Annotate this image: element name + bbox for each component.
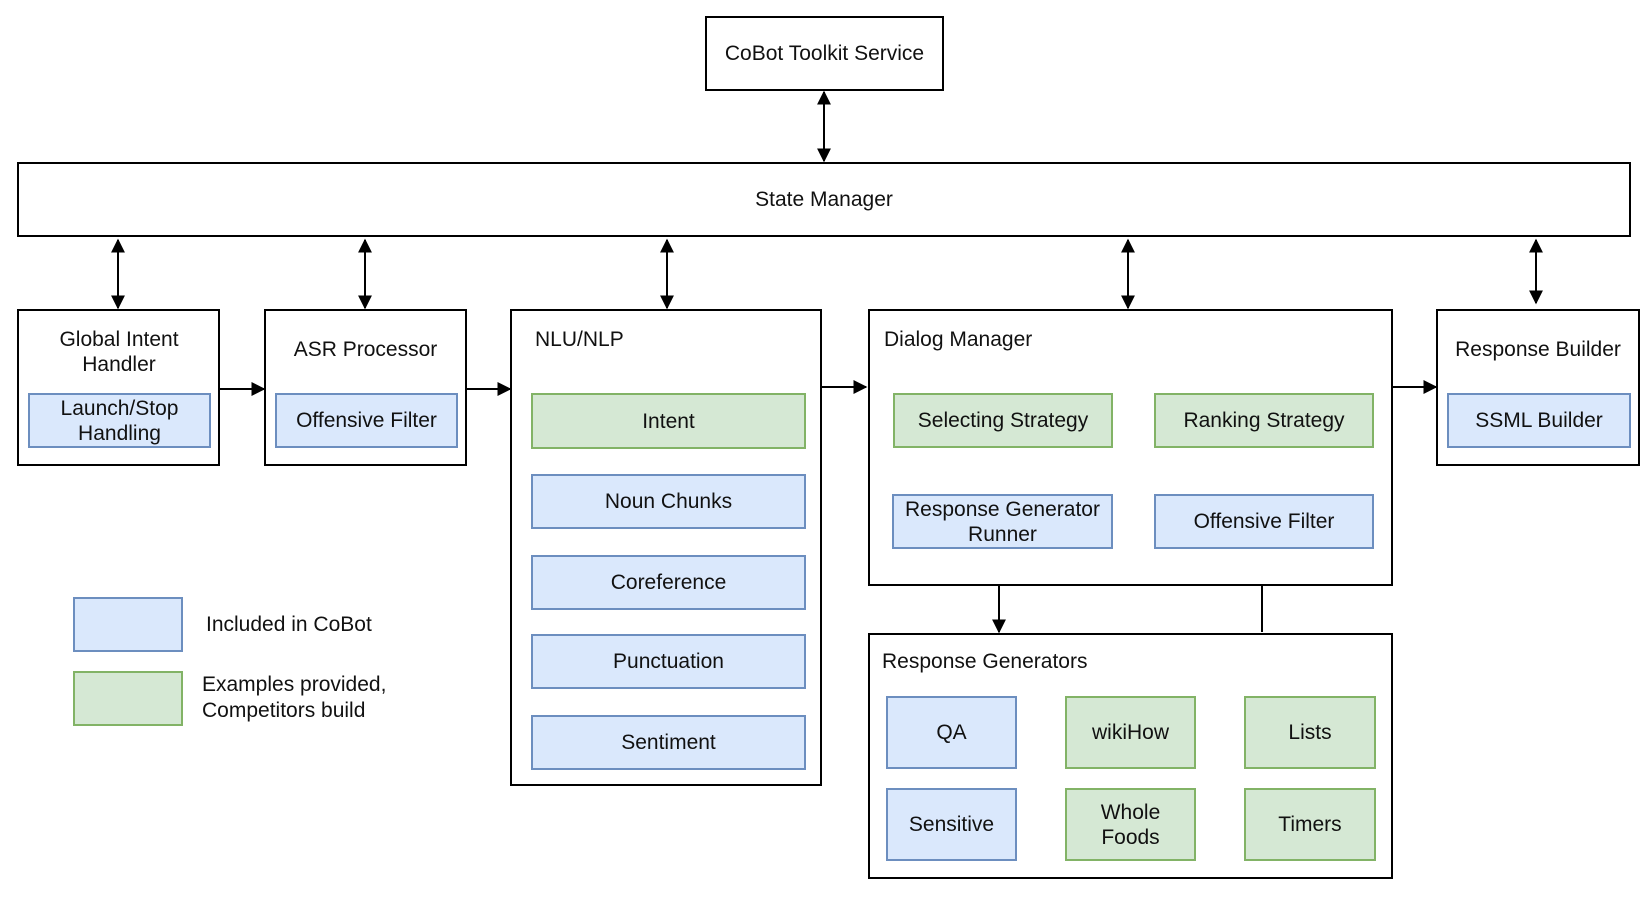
dialog-manager-box: Dialog Manager Selecting Strategy Rankin… xyxy=(868,309,1393,586)
dialog-offensive-filter: Offensive Filter xyxy=(1154,494,1374,549)
dialog-manager-title: Dialog Manager xyxy=(884,328,1033,351)
nlu-nlp-box: NLU/NLP Intent Noun Chunks Coreference P… xyxy=(510,309,822,786)
legend-included-swatch xyxy=(73,597,183,652)
toolkit-service-box: CoBot Toolkit Service xyxy=(705,16,944,91)
nlu-sentiment: Sentiment xyxy=(531,715,806,770)
generator-timers: Timers xyxy=(1244,788,1376,861)
state-manager-box: State Manager xyxy=(17,162,1631,237)
global-intent-handler-box: Global Intent Handler Launch/Stop Handli… xyxy=(17,309,220,466)
response-builder-box: Response Builder SSML Builder xyxy=(1436,309,1640,466)
generator-sensitive: Sensitive xyxy=(886,788,1017,861)
nlu-intent: Intent xyxy=(531,393,806,449)
nlu-coreference: Coreference xyxy=(531,555,806,610)
asr-processor-title: ASR Processor xyxy=(293,338,438,361)
legend-included-label: Included in CoBot xyxy=(206,613,372,636)
response-builder-title: Response Builder xyxy=(1455,338,1621,361)
generator-wikihow: wikiHow xyxy=(1065,696,1196,769)
nlu-noun-chunks: Noun Chunks xyxy=(531,474,806,529)
launch-stop-handling: Launch/Stop Handling xyxy=(28,393,211,448)
global-intent-handler-title: Global Intent Handler xyxy=(59,328,179,376)
generator-whole-foods: Whole Foods xyxy=(1065,788,1196,861)
state-manager-label: State Manager xyxy=(755,188,893,211)
generator-lists: Lists xyxy=(1244,696,1376,769)
ranking-strategy: Ranking Strategy xyxy=(1154,393,1374,448)
generator-qa: QA xyxy=(886,696,1017,769)
nlu-nlp-title: NLU/NLP xyxy=(535,328,624,351)
response-generators-title: Response Generators xyxy=(882,650,1088,673)
asr-offensive-filter: Offensive Filter xyxy=(275,393,458,448)
asr-processor-box: ASR Processor Offensive Filter xyxy=(264,309,467,466)
toolkit-service-label: CoBot Toolkit Service xyxy=(724,42,925,65)
ssml-builder: SSML Builder xyxy=(1447,393,1631,448)
response-generators-box: Response Generators QA wikiHow Lists Sen… xyxy=(868,633,1393,879)
nlu-punctuation: Punctuation xyxy=(531,634,806,689)
selecting-strategy: Selecting Strategy xyxy=(893,393,1113,448)
legend-examples-swatch xyxy=(73,671,183,726)
legend-examples-label: Examples provided, Competitors build xyxy=(202,673,387,722)
response-generator-runner: Response Generator Runner xyxy=(892,494,1113,549)
